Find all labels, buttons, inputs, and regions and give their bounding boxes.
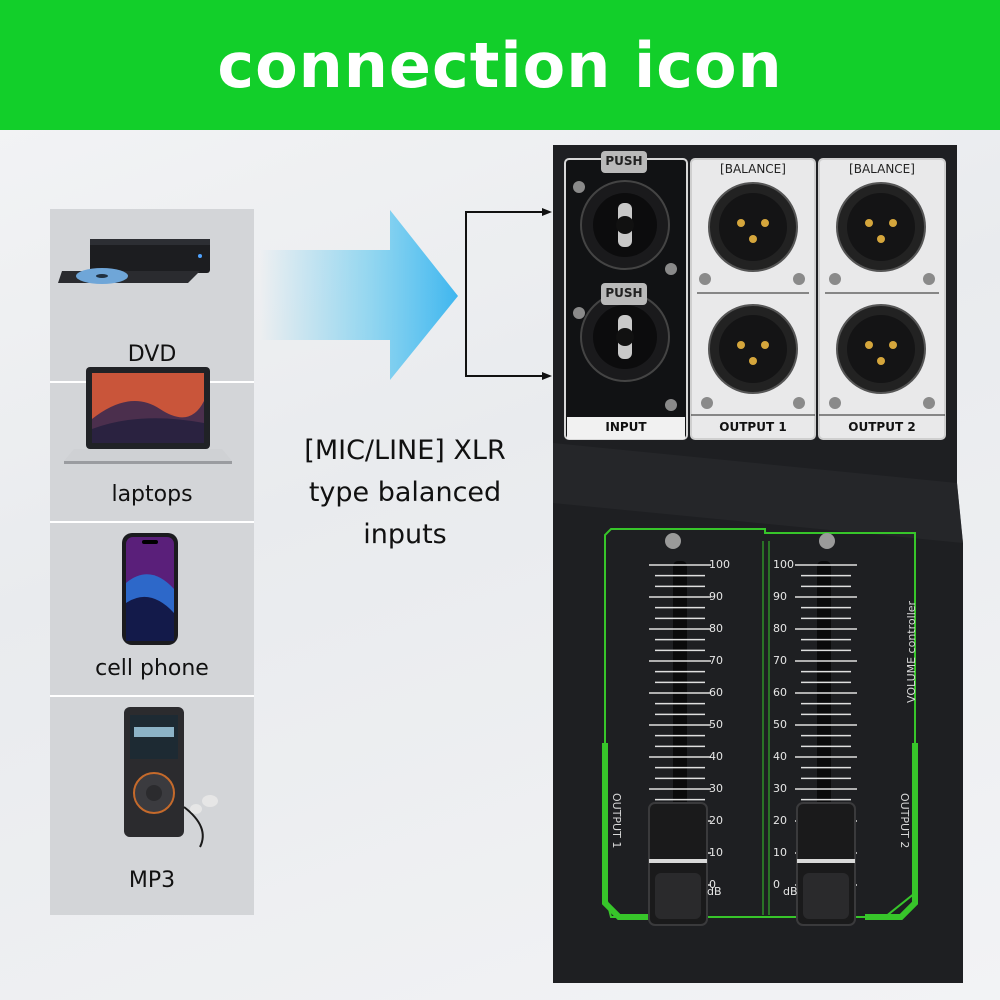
dvd-player-icon	[58, 239, 210, 284]
laptop-icon	[64, 367, 232, 464]
device-list: DVD laptops cell phone	[50, 209, 254, 915]
header-banner: connection icon	[0, 0, 1000, 130]
list-item-dvd: DVD	[50, 209, 254, 383]
fader-output1-label: OUTPUT 1	[610, 793, 623, 849]
db-label-2: dB	[783, 885, 798, 898]
fader-scale-value: 80	[773, 622, 787, 635]
fader-scale-value: 100	[709, 558, 730, 571]
fader-scale-value: 80	[709, 622, 723, 635]
output1-label: OUTPUT 1	[719, 420, 787, 434]
device-label-phone: cell phone	[95, 656, 209, 681]
mixer-device: INPUT OUTPUT 1 OUTPUT 2 [BALANCE] [BALAN…	[545, 143, 965, 988]
fader-scale-value: 30	[773, 782, 787, 795]
fader-scale-value: 0	[773, 878, 780, 891]
fader-scale-value: 0	[709, 878, 716, 891]
list-item-laptop: laptops	[50, 349, 254, 523]
input-caption: [MIC/LINE] XLR type balanced inputs	[268, 430, 542, 556]
fader-scale-value: 40	[709, 750, 723, 763]
list-item-mp3: MP3	[50, 697, 254, 915]
fader-scale-value: 50	[709, 718, 723, 731]
connection-bracket	[465, 208, 552, 380]
fader-scale-value: 90	[773, 590, 787, 603]
device-label-dvd: DVD	[127, 342, 177, 367]
volume-controller-label: VOLUME controller	[905, 600, 918, 703]
fader-scale-value: 10	[773, 846, 787, 859]
caption-line-1: [MIC/LINE] XLR	[304, 435, 506, 466]
push-label-2: PUSH	[605, 286, 643, 300]
signal-arrow-icon	[260, 210, 458, 380]
fader-scale-value: 30	[709, 782, 723, 795]
balance-label-2: [BALANCE]	[849, 162, 915, 176]
fader-scale-value: 60	[709, 686, 723, 699]
list-item-phone: cell phone	[50, 523, 254, 697]
fader-scale-value: 90	[709, 590, 723, 603]
output2-label: OUTPUT 2	[848, 420, 916, 434]
caption-line-3: inputs	[363, 519, 447, 550]
fader-scale-value: 10	[709, 846, 723, 859]
fader-scale-value: 20	[773, 814, 787, 827]
fader-scale-value: 100	[773, 558, 794, 571]
caption-line-2: type balanced	[308, 477, 502, 508]
push-label-1: PUSH	[605, 154, 643, 168]
fader-scale-value: 40	[773, 750, 787, 763]
fader-scale-value: 60	[773, 686, 787, 699]
fader-output2-label: OUTPUT 2	[898, 793, 911, 849]
db-label-1: dB	[707, 885, 722, 898]
fader-scale-value: 50	[773, 718, 787, 731]
page-title: connection icon	[217, 28, 783, 102]
fader-scale-value: 20	[709, 814, 723, 827]
balance-label-1: [BALANCE]	[720, 162, 786, 176]
mp3-player-icon	[124, 707, 218, 848]
fader-scale-value: 70	[773, 654, 787, 667]
mixer-body	[553, 145, 963, 983]
fader-scale-value: 70	[709, 654, 723, 667]
input-label: INPUT	[605, 420, 647, 434]
device-label-mp3: MP3	[128, 868, 176, 893]
device-label-laptop: laptops	[111, 482, 193, 507]
cell-phone-icon	[122, 533, 178, 645]
